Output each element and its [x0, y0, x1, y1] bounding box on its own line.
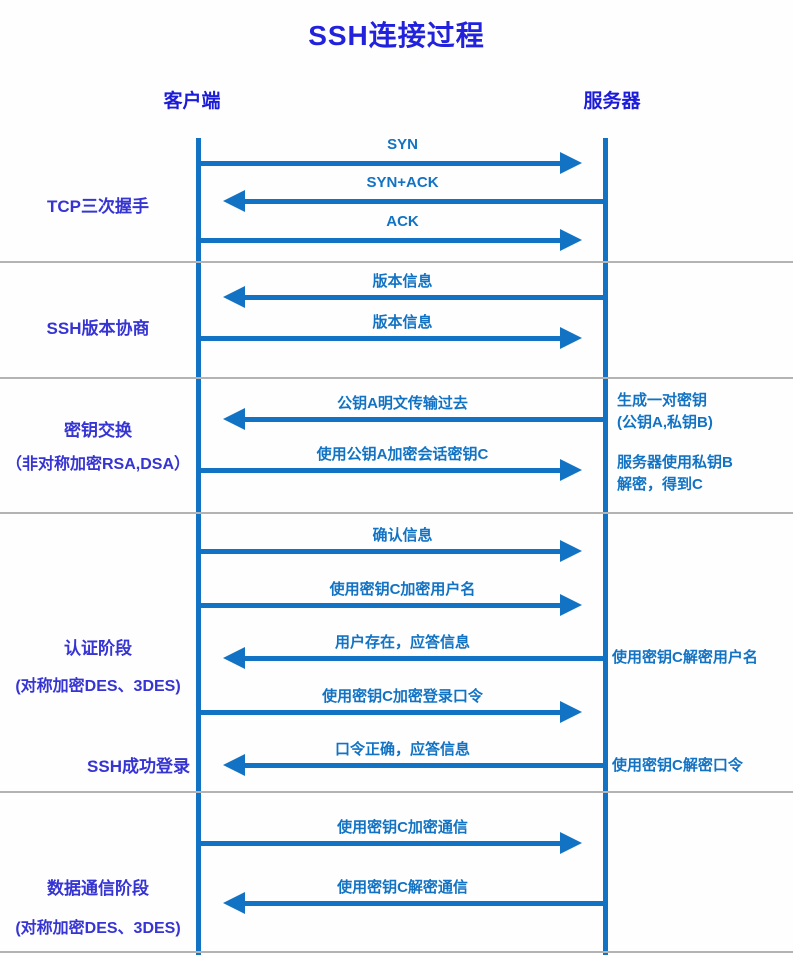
section-label-key-exchange: 密钥交换	[64, 421, 132, 440]
arrowhead-right-icon	[560, 459, 582, 481]
message-label-encrypt-password: 使用密钥C加密登录口令	[322, 688, 483, 705]
page-title: SSH连接过程	[308, 20, 485, 51]
message-arrow-user-exists-reply	[223, 647, 605, 669]
message-arrow-version-info-s2c	[223, 286, 605, 308]
section-divider	[0, 377, 793, 379]
arrow-shaft	[200, 161, 562, 166]
message-arrow-public-key-plaintext	[223, 408, 605, 430]
message-arrow-encrypt-password	[200, 701, 582, 723]
message-arrow-confirm-info	[200, 540, 582, 562]
arrowhead-left-icon	[223, 754, 245, 776]
message-arrow-syn	[200, 152, 582, 174]
arrowhead-left-icon	[223, 286, 245, 308]
arrow-shaft	[200, 710, 562, 715]
section-divider	[0, 261, 793, 263]
arrowhead-left-icon	[223, 408, 245, 430]
arrowhead-right-icon	[560, 701, 582, 723]
client-column-header: 客户端	[163, 91, 221, 112]
message-label-encrypt-session-key: 使用公钥A加密会话密钥C	[316, 446, 489, 463]
section-label-tcp-handshake: TCP三次握手	[47, 197, 149, 216]
message-label-user-exists-reply: 用户存在，应答信息	[334, 634, 470, 651]
message-label-encrypt-communication: 使用密钥C加密通信	[337, 819, 468, 836]
message-label-syn: SYN	[387, 136, 418, 153]
arrow-shaft	[243, 763, 605, 768]
arrowhead-left-icon	[223, 647, 245, 669]
message-label-version-info-c2s: 版本信息	[372, 314, 433, 331]
message-label-public-key-plaintext: 公钥A明文传输过去	[337, 395, 468, 412]
message-label-version-info-s2c: 版本信息	[372, 273, 433, 290]
arrow-shaft	[200, 468, 562, 473]
arrow-shaft	[200, 549, 562, 554]
server-note-generate-keypair: 生成一对密钥 (公钥A,私钥B)	[617, 392, 713, 431]
arrowhead-right-icon	[560, 540, 582, 562]
arrow-shaft	[243, 656, 605, 661]
arrow-shaft	[200, 841, 562, 846]
section-sublabel-authentication: (对称加密DES、3DES)	[15, 678, 181, 695]
arrowhead-right-icon	[560, 832, 582, 854]
message-arrow-ack	[200, 229, 582, 251]
section-divider	[0, 791, 793, 793]
arrow-shaft	[243, 901, 605, 906]
message-arrow-encrypt-username	[200, 594, 582, 616]
arrow-shaft	[200, 238, 562, 243]
arrow-shaft	[243, 417, 605, 422]
section-label-ssh-login-success: SSH成功登录	[87, 757, 190, 776]
message-label-syn-ack: SYN+ACK	[366, 174, 439, 191]
arrowhead-left-icon	[223, 892, 245, 914]
arrow-shaft	[243, 199, 605, 204]
server-note-decrypt-with-private-key: 服务器使用私钥B 解密，得到C	[617, 454, 733, 493]
message-label-encrypt-username: 使用密钥C加密用户名	[329, 581, 476, 598]
arrowhead-right-icon	[560, 594, 582, 616]
arrowhead-right-icon	[560, 327, 582, 349]
section-label-authentication: 认证阶段	[64, 639, 132, 658]
message-arrow-password-correct-reply	[223, 754, 605, 776]
message-label-confirm-info: 确认信息	[372, 527, 433, 544]
server-lifeline	[603, 138, 608, 955]
message-arrow-encrypt-session-key	[200, 459, 582, 481]
client-lifeline	[196, 138, 201, 955]
message-arrow-syn-ack	[223, 190, 605, 212]
arrowhead-left-icon	[223, 190, 245, 212]
section-divider	[0, 512, 793, 514]
section-label-ssh-version: SSH版本协商	[46, 319, 150, 338]
message-label-ack: ACK	[386, 213, 419, 230]
arrowhead-right-icon	[560, 152, 582, 174]
message-arrow-decrypt-communication	[223, 892, 605, 914]
arrowhead-right-icon	[560, 229, 582, 251]
section-label-data-communication: 数据通信阶段	[47, 879, 149, 898]
message-arrow-version-info-c2s	[200, 327, 582, 349]
arrow-shaft	[200, 336, 562, 341]
server-note-decrypt-password: 使用密钥C解密口令	[612, 757, 743, 774]
arrow-shaft	[243, 295, 605, 300]
message-label-decrypt-communication: 使用密钥C解密通信	[337, 879, 468, 896]
message-label-password-correct-reply: 口令正确，应答信息	[334, 741, 470, 758]
message-arrow-encrypt-communication	[200, 832, 582, 854]
server-column-header: 服务器	[583, 91, 641, 112]
section-sublabel-key-exchange: （非对称加密RSA,DSA）	[5, 456, 190, 473]
arrow-shaft	[200, 603, 562, 608]
server-note-decrypt-username: 使用密钥C解密用户名	[612, 649, 758, 666]
section-divider	[0, 951, 793, 953]
section-sublabel-data-communication: (对称加密DES、3DES)	[15, 920, 181, 937]
